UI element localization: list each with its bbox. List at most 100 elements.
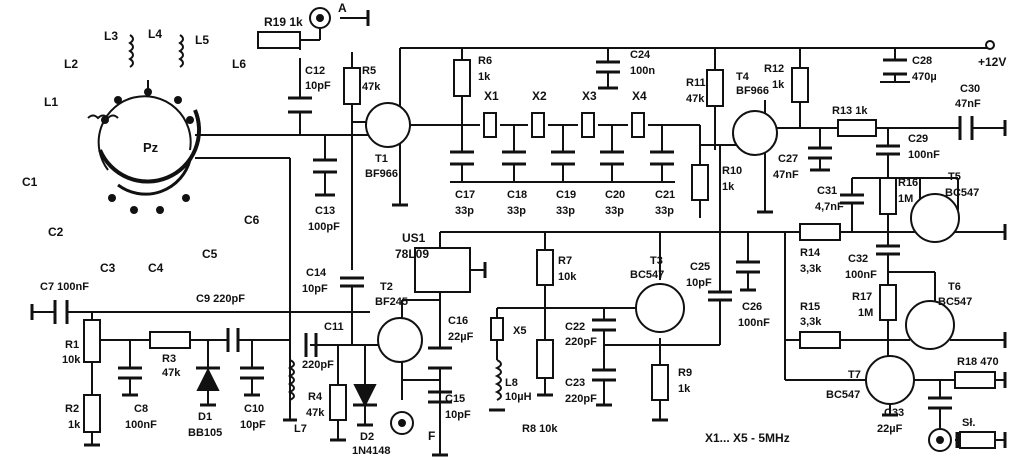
components: [83, 7, 996, 452]
label-c19a: C19: [556, 189, 576, 201]
inductor-label-0: L1: [44, 95, 58, 109]
label-c16b: 22µF: [448, 331, 474, 343]
label-r1a: R1: [65, 339, 79, 351]
label-c7: C7 100nF: [40, 281, 89, 293]
label-c12a: C12: [305, 65, 325, 77]
ground-symbols: [30, 10, 1007, 457]
label-l7: L7: [294, 423, 307, 435]
label-t6b: BC547: [938, 296, 972, 308]
label-r9b: 1k: [678, 383, 691, 395]
label-c30a: C30: [960, 83, 980, 95]
switch-contact: [186, 116, 194, 124]
label-c33a: C33: [884, 407, 904, 419]
label-r16b: 1M: [898, 193, 913, 205]
label-sl: Sł.: [962, 417, 975, 429]
label-r10a: R10: [722, 165, 742, 177]
switch-contact: [130, 206, 138, 214]
label-c22b: 220pF: [565, 336, 597, 348]
label-c25a: C25: [690, 261, 710, 273]
label-c12b: 10pF: [305, 80, 331, 92]
inductor-label-1: L2: [64, 57, 78, 71]
label-c23b: 220pF: [565, 393, 597, 405]
label-t7a: T7: [848, 369, 861, 381]
switch-cap-label-3: C4: [148, 261, 164, 275]
label-x5: X5: [513, 325, 526, 337]
label-r11b: 47k: [686, 93, 705, 105]
label-c10a: C10: [244, 403, 264, 415]
label-c14a: C14: [306, 267, 327, 279]
capacitor-plates: [53, 58, 974, 410]
label-r15b: 3,3k: [800, 316, 822, 328]
inductor-label-2: L3: [104, 29, 118, 43]
label-c20b: 33p: [605, 205, 624, 217]
label-d1b: BB105: [188, 427, 222, 439]
label-c29b: 100nF: [908, 149, 940, 161]
label-plus12: +12V: [978, 55, 1006, 69]
label-c9: C9 220pF: [196, 293, 245, 305]
label-t7b: BC547: [826, 389, 860, 401]
label-c21b: 33p: [655, 205, 674, 217]
label-c28a: C28: [912, 55, 932, 67]
label-c19b: 33p: [556, 205, 575, 217]
label-c26a: C26: [742, 301, 762, 313]
switch-label: Pz: [143, 140, 159, 155]
label-note: X1... X5 - 5MHz: [705, 431, 790, 445]
label-c17a: C17: [455, 189, 475, 201]
label-t3a: T3: [650, 255, 663, 267]
label-c29a: C29: [908, 133, 928, 145]
label-c13b: 100pF: [308, 221, 340, 233]
label-c11: C11: [324, 321, 344, 333]
label-r7b: 10k: [558, 271, 577, 283]
label-c32a: C32: [848, 253, 868, 265]
label-x3: X3: [582, 89, 597, 103]
label-t5a: T5: [948, 171, 961, 183]
switch-contact: [144, 88, 152, 96]
label-t4a: T4: [736, 71, 750, 83]
label-c8a: C8: [134, 403, 148, 415]
label-d1a: D1: [198, 411, 212, 423]
label-r17a: R17: [852, 291, 872, 303]
label-t1b: BF966: [365, 168, 398, 180]
label-us1b: 78L09: [395, 247, 429, 261]
switch-cap-label-4: C5: [202, 247, 218, 261]
label-r5b: 47k: [362, 81, 381, 93]
label-d2b: 1N4148: [352, 445, 391, 457]
label-l8a: L8: [505, 377, 518, 389]
label-x4: X4: [632, 89, 647, 103]
switch-cap-label-2: C3: [100, 261, 116, 275]
label-r4b: 47k: [306, 407, 325, 419]
label-x2: X2: [532, 89, 547, 103]
label-c25b: 10pF: [686, 277, 712, 289]
label-c27a: C27: [778, 153, 798, 165]
switch-contact: [108, 194, 116, 202]
label-r2a: R2: [65, 403, 79, 415]
label-c17b: 33p: [455, 205, 474, 217]
label-c32b: 100nF: [845, 269, 877, 281]
label-t4b: BF966: [736, 85, 769, 97]
label-t5b: BC547: [945, 187, 979, 199]
label-c31a: C31: [817, 185, 837, 197]
label-t2a: T2: [380, 281, 393, 293]
switch-contact: [156, 206, 164, 214]
label-c24b: 100n: [630, 65, 655, 77]
label-c27b: 47nF: [773, 169, 799, 181]
label-r12b: 1k: [772, 79, 785, 91]
label-t1a: T1: [375, 153, 388, 165]
label-c23a: C23: [565, 377, 585, 389]
label-t6a: T6: [948, 281, 961, 293]
label-r11a: R11: [686, 77, 706, 89]
labels: R19 1kAC1210pFR547kC13100pFT1BF966R61kC2…: [22, 1, 1006, 457]
label-r18: R18 470: [957, 356, 999, 368]
label-r7a: R7: [558, 255, 572, 267]
label-us1a: US1: [402, 231, 426, 245]
label-r2b: 1k: [68, 419, 81, 431]
label-c26b: 100nF: [738, 317, 770, 329]
label-c22a: C22: [565, 321, 585, 333]
label-r14b: 3,3k: [800, 263, 822, 275]
label-r13: R13 1k: [832, 105, 868, 117]
label-t3b: BC547: [630, 269, 664, 281]
inductor-label-4: L5: [195, 33, 209, 47]
label-r3b: 47k: [162, 367, 181, 379]
label-c18a: C18: [507, 189, 527, 201]
label-c8b: 100nF: [125, 419, 157, 431]
